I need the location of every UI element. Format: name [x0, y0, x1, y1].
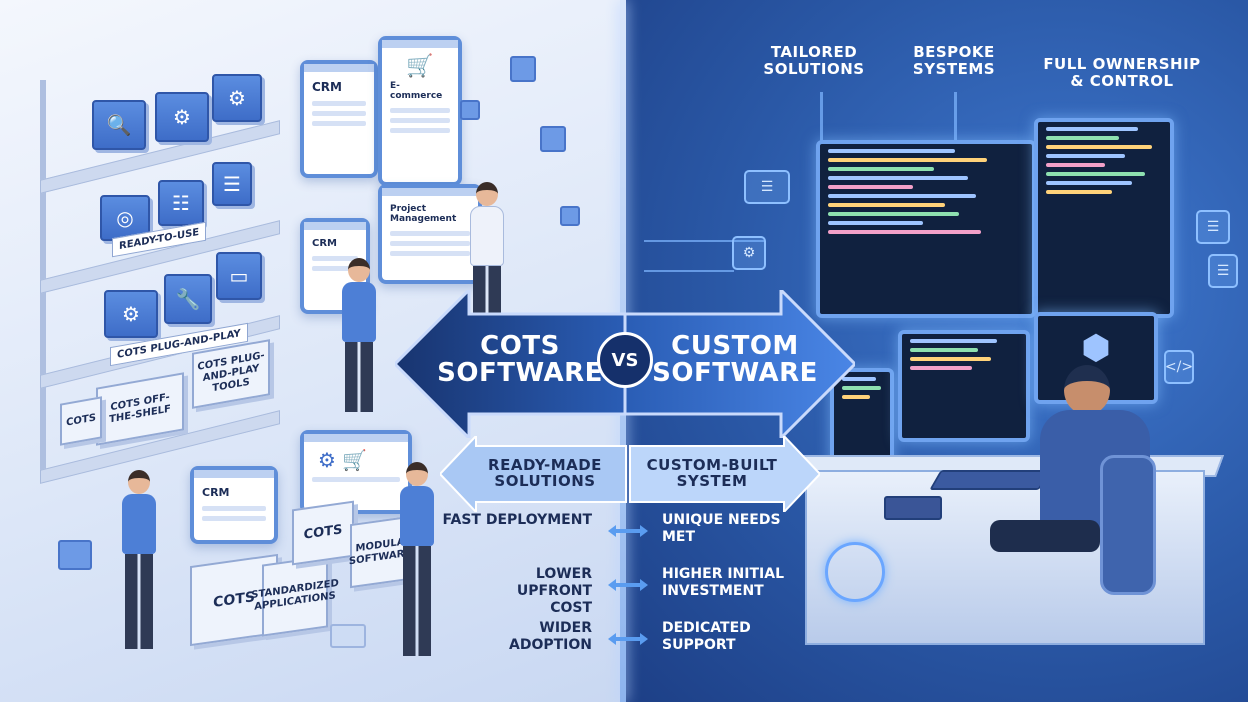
screen-title: CRM — [312, 238, 337, 249]
double-arrow-icon — [608, 579, 648, 591]
cube-icon — [330, 624, 366, 648]
standardized-applications-box: STANDARDIZED APPLICATIONS — [251, 555, 339, 637]
person-figure — [400, 462, 434, 656]
bespoke-systems-label: BESPOKE SYSTEMS — [912, 43, 996, 78]
gear-icon: ⚙ — [212, 74, 262, 122]
cots-software-title: COTS SOFTWARE — [437, 330, 603, 388]
circuit-trace — [820, 92, 823, 152]
person-figure — [342, 258, 376, 412]
developer-legs — [990, 520, 1100, 552]
bug-icon: ⚙ — [732, 236, 766, 270]
circuit-trace — [954, 92, 957, 142]
tailored-solutions-label: TAILORED SOLUTIONS — [763, 43, 865, 78]
crm-app-screen: CRM — [300, 60, 378, 178]
comparison-left: WIDER ADOPTION — [509, 620, 592, 653]
custom-built-label: CUSTOM-BUILT SYSTEM — [646, 456, 778, 490]
keyboard[interactable] — [929, 470, 1051, 490]
code-brackets-icon: </> — [1164, 350, 1194, 384]
comparison-right: UNIQUE NEEDS MET — [662, 512, 781, 545]
screen-title: CRM — [202, 486, 230, 499]
sub-arrows — [440, 436, 820, 512]
screen-title: Project Management — [390, 204, 457, 224]
comparison-right: HIGHER INITIAL INVESTMENT — [662, 566, 785, 599]
comparison-left: FAST DEPLOYMENT — [442, 512, 592, 528]
cots-box: COTS — [292, 500, 354, 566]
gear-icon: ⚙ — [155, 92, 209, 142]
cots-box: COTS — [60, 396, 102, 446]
ecommerce-app-screen: 🛒 E-commerce — [378, 36, 462, 186]
browser-app-screen: ⚙ 🛒 — [300, 430, 412, 514]
gear-icon: ⚙ — [104, 290, 158, 338]
network-icon: ⬢ — [1081, 328, 1111, 368]
gear-icon: ⚙ 🛒 — [318, 448, 368, 472]
flowchart-icon: ☷ — [158, 180, 204, 226]
person-figure — [470, 182, 504, 316]
vs-badge: VS — [597, 332, 653, 388]
custom-built-arrow — [629, 436, 820, 512]
document-icon: ☰ — [212, 162, 252, 206]
ready-made-arrow — [440, 436, 627, 512]
cube-icon — [58, 540, 92, 570]
circuit-trace — [644, 270, 734, 272]
screen-title: E-commerce — [390, 81, 443, 101]
main-arrows — [395, 290, 855, 438]
search-icon: 🔍 — [92, 100, 146, 150]
cube-icon — [540, 126, 566, 152]
screen-title: CRM — [312, 80, 342, 94]
person-figure — [122, 470, 156, 649]
cart-icon: 🛒 — [406, 54, 434, 79]
crm-app-screen: CRM — [190, 466, 278, 544]
cube-icon — [560, 206, 580, 226]
project-management-screen: Project Management — [378, 184, 482, 284]
circuit-trace — [644, 240, 764, 242]
cube-icon — [460, 100, 480, 120]
tablet[interactable] — [884, 496, 942, 520]
office-chair — [1100, 455, 1156, 595]
full-ownership-label: FULL OWNERSHIP & CONTROL — [1043, 55, 1201, 90]
double-arrow-icon — [608, 633, 648, 645]
monitor-icon: ▭ — [216, 252, 262, 300]
desk-monitor — [898, 330, 1030, 442]
cube-icon — [510, 56, 536, 82]
document-icon: ☰ — [1208, 254, 1238, 288]
document-icon: ☰ — [1196, 210, 1230, 244]
comparison-left: LOWER UPFRONT COST — [516, 566, 592, 616]
custom-software-title: CUSTOM SOFTWARE — [652, 330, 818, 388]
code-editor-monitor — [816, 140, 1036, 318]
wrench-icon: 🔧 — [164, 274, 212, 324]
code-editor-monitor — [1034, 118, 1174, 318]
glow-circle-icon — [825, 542, 885, 602]
code-brackets-icon: ☰ — [744, 170, 790, 204]
ready-made-label: READY-MADE SOLUTIONS — [488, 456, 602, 490]
developer-head — [1064, 365, 1110, 415]
comparison-right: DEDICATED SUPPORT — [662, 620, 751, 653]
double-arrow-icon — [608, 525, 648, 537]
